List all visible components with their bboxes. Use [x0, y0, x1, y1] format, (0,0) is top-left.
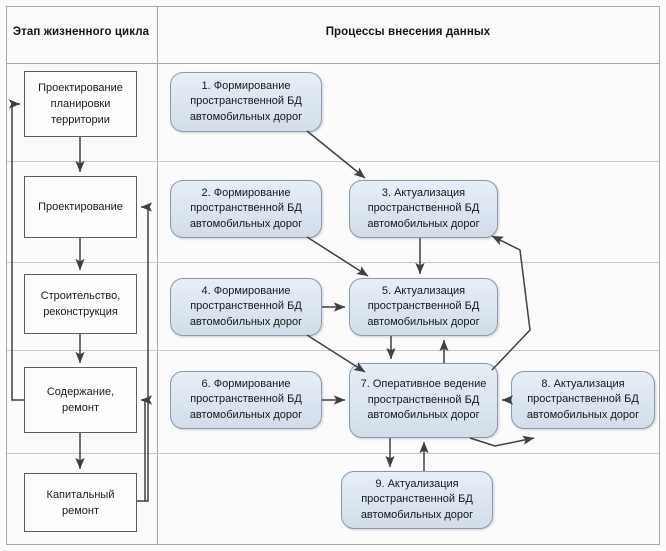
- stage-box-capital-repair[interactable]: Капитальный ремонт: [24, 473, 137, 532]
- stage-label-design: Проектирование: [38, 201, 123, 213]
- stage-label-maintenance: Содержание, ремонт: [46, 386, 115, 414]
- process-box-5[interactable]: 5. Актуализация пространственной БД авто…: [349, 278, 498, 336]
- process-box-7[interactable]: 7. Оперативное ведение пространственной …: [349, 363, 498, 438]
- process-label-9: 9. Актуализация пространственной БД авто…: [360, 477, 474, 521]
- row-divider-3: [7, 350, 659, 351]
- process-label-5: 5. Актуализация пространственной БД авто…: [367, 284, 480, 328]
- header-stage-column: Этап жизненного цикла: [12, 26, 150, 38]
- process-label-6: 6. Формирование пространственной БД авто…: [189, 377, 303, 421]
- process-label-3: 3. Актуализация пространственной БД авто…: [367, 186, 480, 230]
- stage-box-planning[interactable]: Проектирование планировки территории: [24, 71, 137, 137]
- process-box-2[interactable]: 2. Формирование пространственной БД авто…: [170, 180, 322, 238]
- process-label-4: 4. Формирование пространственной БД авто…: [189, 284, 303, 328]
- stage-label-planning: Проектирование планировки территории: [38, 82, 123, 126]
- process-label-2: 2. Формирование пространственной БД авто…: [189, 186, 303, 230]
- header-row-divider: [7, 63, 659, 64]
- stage-label-capital-repair: Капитальный ремонт: [46, 488, 115, 517]
- stage-box-construction[interactable]: Строительство, реконструкция: [24, 274, 137, 334]
- row-divider-2: [7, 262, 659, 263]
- header-process-column: Процессы внесения данных: [325, 26, 491, 38]
- column-divider: [157, 7, 158, 544]
- process-box-4[interactable]: 4. Формирование пространственной БД авто…: [170, 278, 322, 336]
- row-divider-1: [7, 161, 659, 162]
- stage-box-maintenance[interactable]: Содержание, ремонт: [24, 367, 137, 433]
- process-box-6[interactable]: 6. Формирование пространственной БД авто…: [170, 371, 322, 429]
- process-box-8[interactable]: 8. Актуализация пространственной БД авто…: [511, 371, 655, 429]
- process-box-3[interactable]: 3. Актуализация пространственной БД авто…: [349, 180, 498, 238]
- process-label-1: 1. Формирование пространственной БД авто…: [189, 79, 303, 123]
- process-box-1[interactable]: 1. Формирование пространственной БД авто…: [170, 72, 322, 132]
- stage-box-design[interactable]: Проектирование: [24, 176, 137, 238]
- process-box-9[interactable]: 9. Актуализация пространственной БД авто…: [341, 471, 493, 529]
- stage-label-construction: Строительство, реконструкция: [40, 290, 121, 318]
- row-divider-4: [7, 453, 659, 454]
- process-label-8: 8. Актуализация пространственной БД авто…: [526, 377, 640, 421]
- process-label-7: 7. Оперативное ведение пространственной …: [360, 378, 487, 422]
